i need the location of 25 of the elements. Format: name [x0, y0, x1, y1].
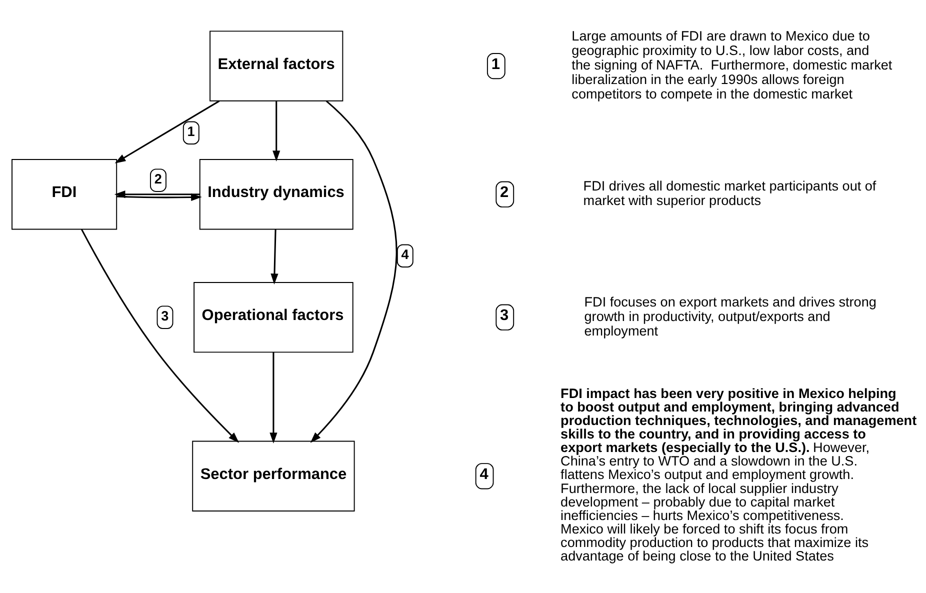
arrow: [270, 228, 278, 284]
node-box: Industry dynamics: [199, 158, 354, 230]
label: Large amounts of FDI are drawn to Mexico due to geographic proximity to U.S., low labor costs, and the signing of NAFTA. Furthermore, domestic market liberalization in the early 1990s allows foreign competitors to compete in the domestic market: [572, 28, 892, 102]
arrow: [80, 228, 240, 442]
label: FDI drives all domestic market participants out of market with superior products: [583, 178, 876, 208]
arrow: [114, 100, 220, 163]
label: FDI focuses on export markets and drives strong growth in productivity, output/exports and employment: [584, 294, 876, 338]
node-box: External factors: [210, 30, 344, 101]
arrow: [270, 352, 278, 444]
node-box: Operational factors: [194, 282, 354, 352]
arrow: [116, 192, 202, 201]
label: 2: [500, 184, 509, 201]
arrow: [272, 100, 280, 162]
label: 3: [500, 306, 509, 324]
label: 1: [491, 55, 500, 72]
label: FDI impact has been very positive in Mexico helping to boost output and employment, bringing advanced production techniques, technologies, and management skills to the country, and in providing access to export markets (especially to the U.S.). However, China’s entry to WTO and a slowdown in the U.S. flattens Mexico’s output and employment growth. Furthermore, the lack of local supplier industry development – probably due to capital market inefficiencies – hurts Mexico’s competitiveness. Mexico will likely be forced to shift its focus from commodity production to products that maximize its advantage of being close to the United States: [560, 385, 917, 564]
edge-label: 3: [161, 308, 169, 323]
edge-label: 2: [154, 170, 162, 186]
label: 4: [480, 465, 488, 482]
node-box: FDI: [12, 158, 118, 230]
edge-label: 4: [401, 246, 409, 262]
node-box: Sector performance: [192, 440, 355, 511]
edge-label: 1: [187, 123, 195, 138]
arrow: [310, 100, 398, 442]
arrow: [114, 190, 200, 198]
